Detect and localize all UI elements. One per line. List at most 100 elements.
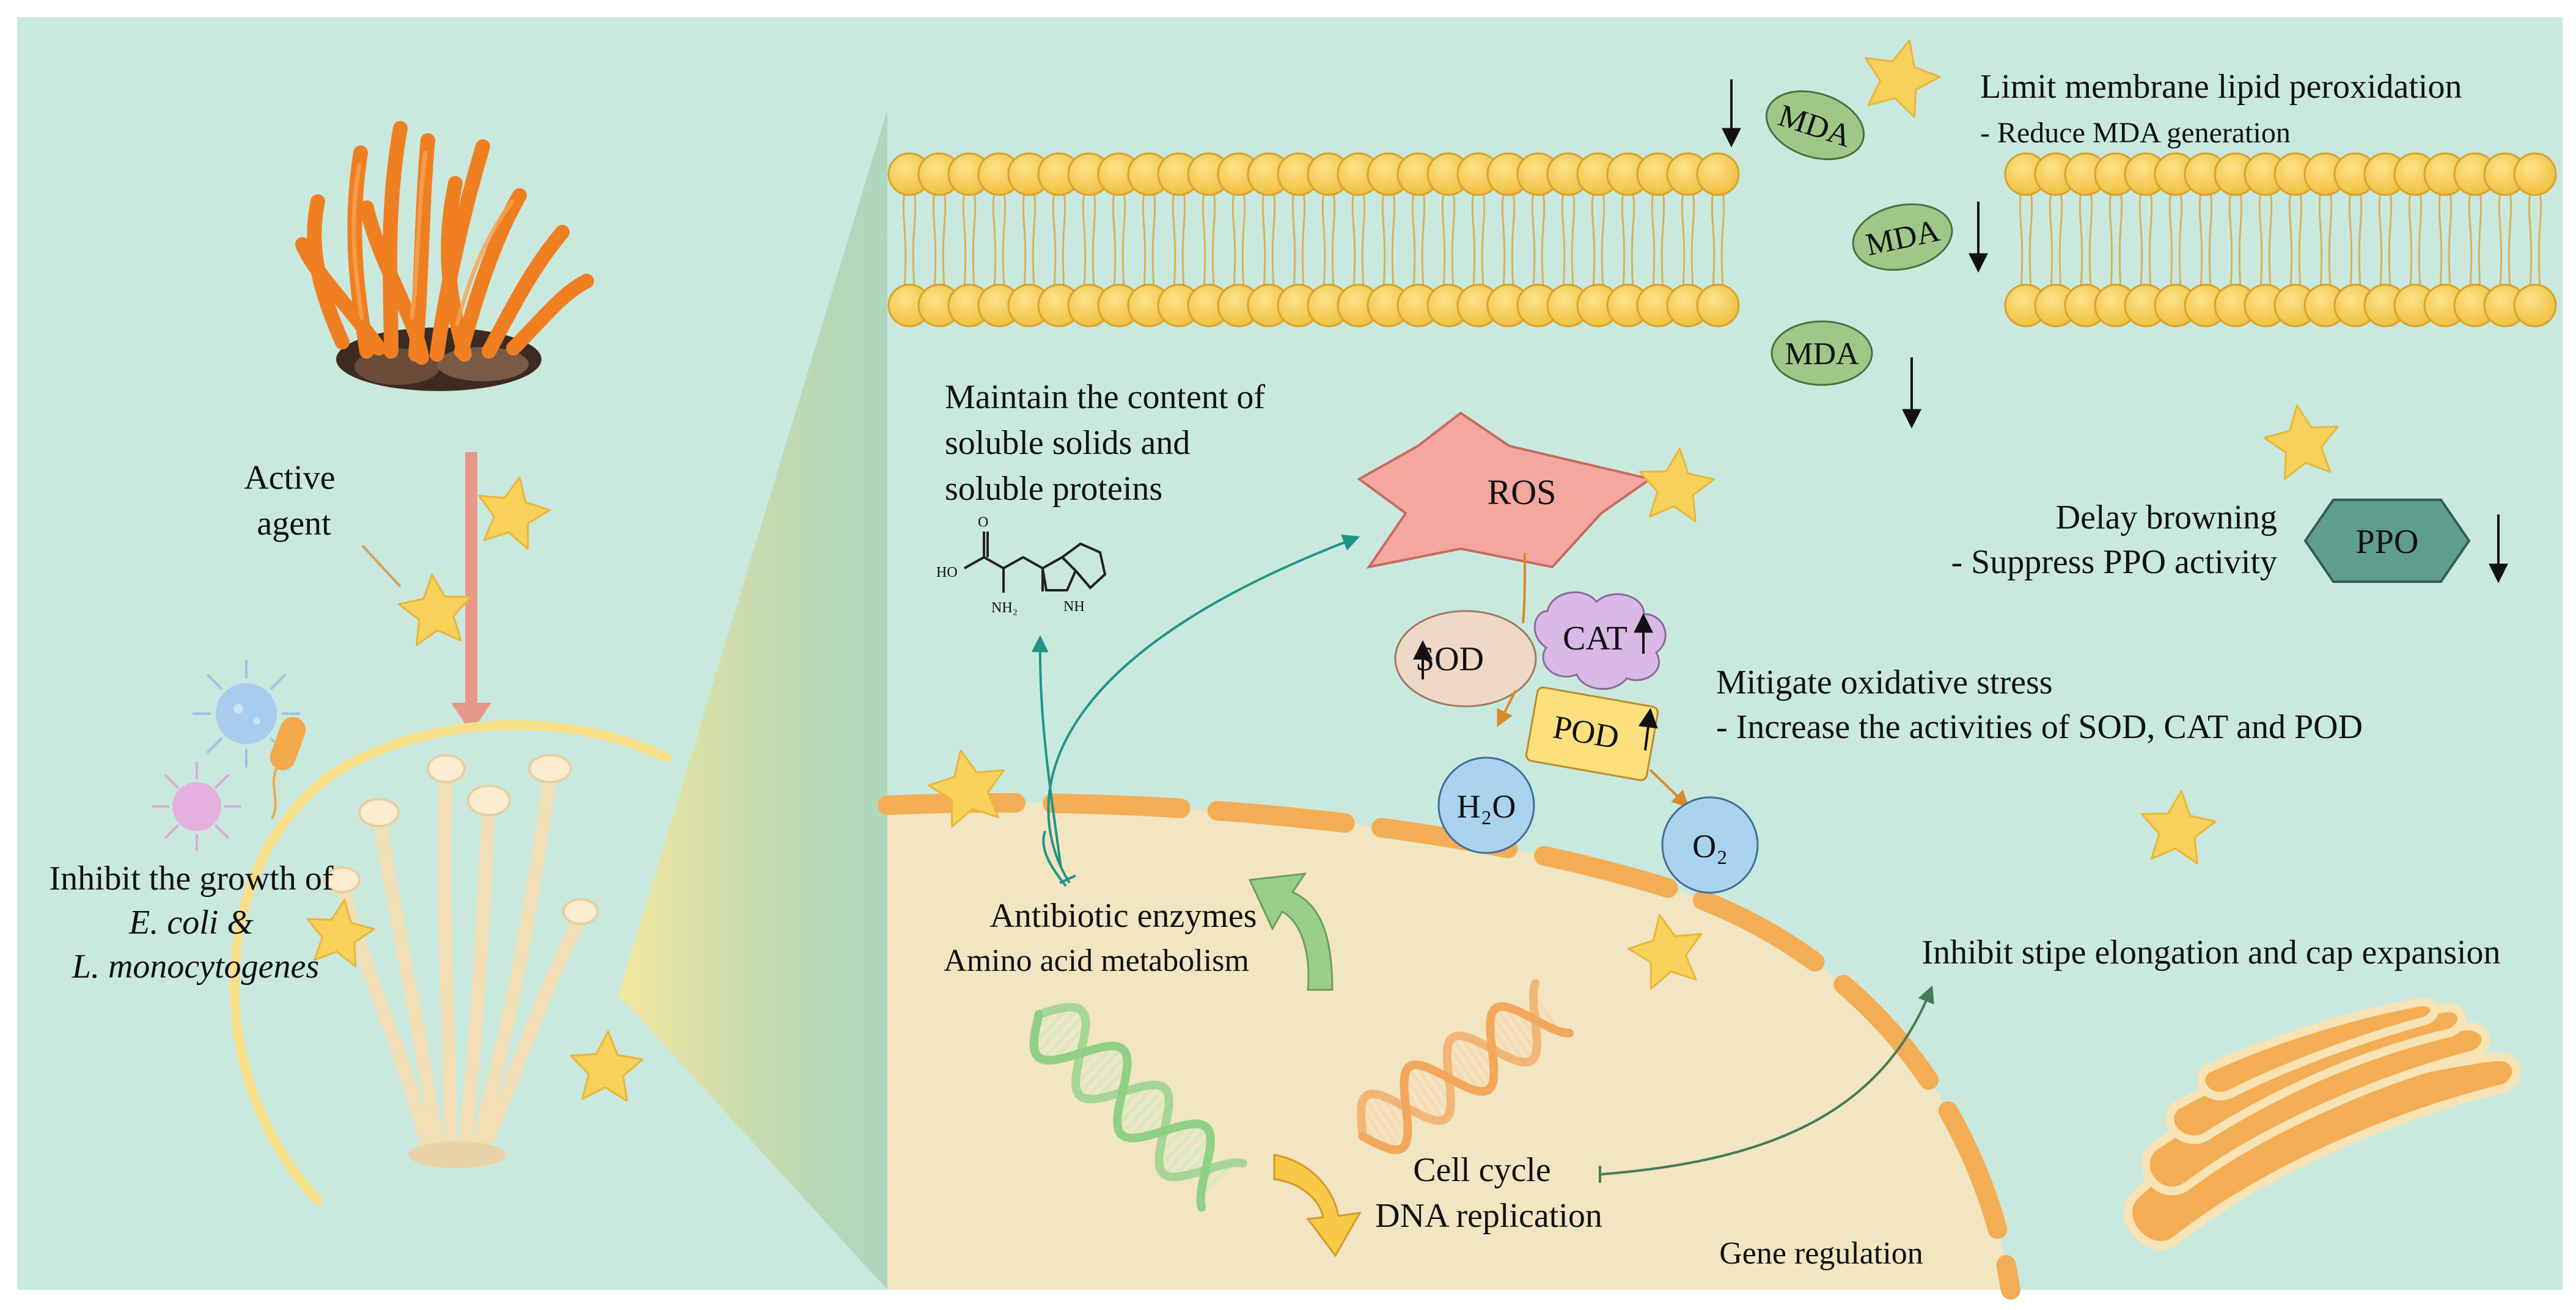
lipid-tail — [1411, 192, 1416, 288]
lipid-tail — [1172, 192, 1176, 288]
lipid-tail — [2318, 192, 2323, 288]
lipid-tail — [2118, 192, 2123, 288]
zoom-funnel — [618, 110, 887, 1290]
lipid-tail — [1501, 192, 1506, 288]
lipid-tail — [2508, 192, 2512, 288]
dna-strand — [1359, 1002, 1574, 1154]
lipid-tail — [2208, 192, 2213, 288]
bacteria-illustration — [152, 660, 306, 851]
lipid-tail — [2378, 192, 2383, 288]
lipid-tail — [962, 192, 967, 288]
ros-star: ROS — [1357, 411, 1653, 569]
lipid-tail — [1421, 192, 1426, 288]
svg-text:HO: HO — [936, 565, 958, 580]
star-icon — [1638, 447, 1715, 522]
lipid-tail — [2148, 192, 2153, 288]
tryptophan-molecule — [964, 532, 1107, 593]
active-agent-label: Active agent — [244, 459, 343, 543]
lipid-tail — [1052, 192, 1057, 288]
lipid-tail — [1202, 192, 1206, 288]
lipid-tail — [2079, 192, 2083, 288]
mda-molecules: MDA MDA MDA — [1722, 79, 1988, 429]
dna-rung — [1503, 1006, 1538, 1053]
tryptophan-atom-labels: HO O NH₂ NH — [936, 514, 1085, 616]
lipid-head — [2513, 284, 2557, 328]
star-icon — [2263, 404, 2339, 480]
lipid-tail — [2448, 192, 2453, 288]
lipid-tail — [1211, 192, 1216, 288]
lipid-tail — [1271, 192, 1276, 288]
soluble-solids-label: Maintain the content of soluble solids a… — [945, 378, 1274, 508]
oxidative-stress-title: Mitigate oxidative stress — [1716, 664, 2053, 701]
svg-text:- Suppress PPO activity: - Suppress PPO activity — [1951, 543, 2277, 581]
mda-ellipse: MDA — [1771, 320, 1873, 386]
dna-rung — [1172, 1135, 1212, 1179]
cell-cycle-to-stipe-arrow — [1599, 985, 1934, 1176]
lipid-tail — [1561, 192, 1566, 288]
lipid-head — [2513, 152, 2557, 196]
pod-to-oxygen-arrow — [1649, 769, 1690, 808]
lipid-tail — [1231, 192, 1236, 288]
dna-rung — [1077, 1047, 1123, 1096]
lipid-tail — [1361, 192, 1366, 288]
dna-replication-label: DNA replication — [1375, 1197, 1602, 1235]
lipid-tail — [2528, 192, 2533, 288]
lipid-tail — [1571, 192, 1576, 288]
active-agent-stars — [306, 39, 2339, 1102]
svg-text:NH: NH — [1063, 599, 1085, 615]
lipid-tail — [1541, 192, 1546, 288]
dna-rung — [1032, 1006, 1070, 1045]
svg-text:Delay browning: Delay browning — [2056, 499, 2277, 536]
lipid-tail — [1351, 192, 1356, 288]
lipid-tail — [2028, 192, 2033, 288]
lipid-tail — [1032, 192, 1037, 288]
lipid-tail — [2228, 192, 2233, 288]
antibiotic-to-solids-arrow — [1031, 635, 1062, 868]
lipid-tail — [2088, 192, 2093, 288]
lipid-tail — [912, 192, 917, 288]
amino-acid-metabolism-label: Amino acid metabolism — [944, 943, 1249, 978]
lipid-tail — [2438, 192, 2443, 288]
dna-helix-orange — [1356, 979, 1574, 1154]
dna-rung — [1162, 1127, 1209, 1176]
lipid-tail — [2198, 192, 2203, 288]
lipid-tail — [2019, 192, 2024, 288]
mda-ellipse: MDA — [1852, 203, 1953, 271]
lipid-tail — [1331, 192, 1336, 288]
lipid-tail — [2168, 192, 2173, 288]
svg-text:MDA: MDA — [1785, 337, 1859, 371]
lipid-tail — [1601, 192, 1605, 288]
lipid-tail — [1591, 192, 1596, 288]
lipid-peroxidation-title: Limit membrane lipid peroxidation — [1980, 68, 2462, 106]
oxygen-molecule: O₂ — [1661, 796, 1759, 894]
star-icon — [570, 1030, 644, 1102]
water-molecule: H₂O — [1437, 756, 1535, 854]
cat-enzyme: CAT — [1533, 591, 1667, 690]
lipid-tail — [1022, 192, 1027, 288]
lipid-tail — [2058, 192, 2063, 288]
dna-rung — [1120, 1086, 1166, 1136]
treatment-arrow — [451, 452, 491, 733]
svg-text:PPO: PPO — [2356, 523, 2419, 561]
lipid-tail — [1181, 192, 1186, 288]
lipid-tail — [2358, 192, 2363, 288]
lipid-tail — [1291, 192, 1296, 288]
cell-cycle-label: Cell cycle — [1413, 1151, 1550, 1189]
dna-rung — [1414, 1063, 1451, 1116]
lipid-tail — [1062, 192, 1066, 288]
lipid-tail — [2238, 192, 2243, 288]
svg-text:ROS: ROS — [1488, 472, 1557, 512]
gene-regulation-label: Gene regulation — [1719, 1236, 1923, 1271]
sod-to-water-arrow — [1497, 690, 1517, 727]
lipid-tail — [942, 192, 947, 288]
lipid-tail — [1261, 192, 1266, 288]
lipid-tail — [2049, 192, 2053, 288]
lipid-tail — [2418, 192, 2423, 288]
lipid-tail — [2468, 192, 2473, 288]
downregulation-arrow — [1273, 1154, 1362, 1257]
dna-rung — [1495, 1006, 1534, 1061]
dna-rung — [1034, 1007, 1081, 1056]
lipid-tail — [992, 192, 997, 288]
